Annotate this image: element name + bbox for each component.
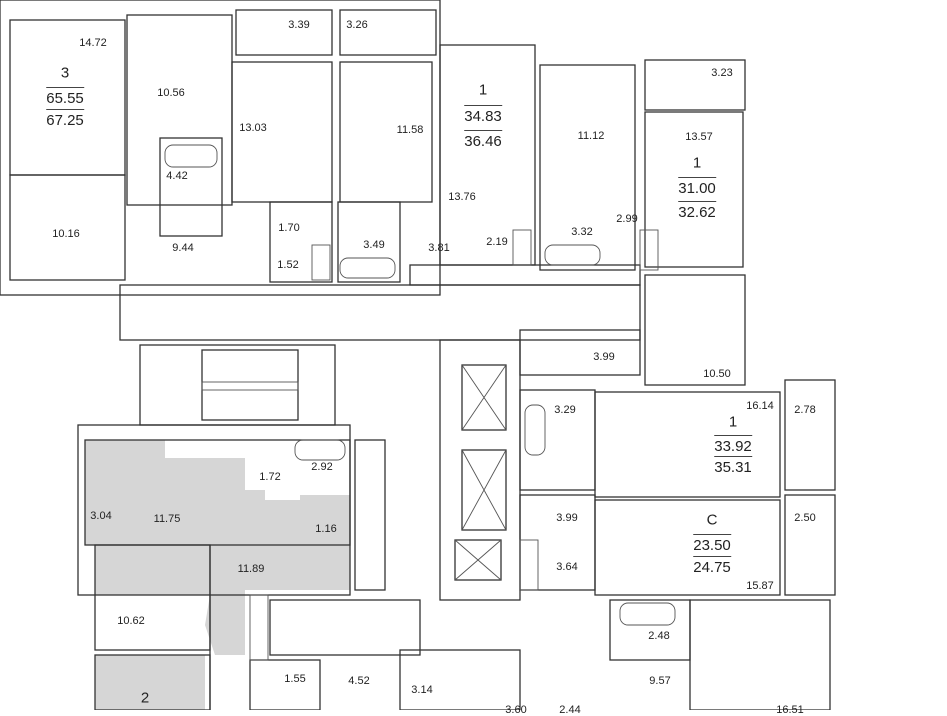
- room-area: 2.99: [616, 213, 638, 225]
- room-area: 1.72: [259, 471, 281, 483]
- room-area: 2.44: [559, 704, 581, 716]
- room-area: 11.12: [577, 130, 605, 142]
- room-area: 2.78: [794, 404, 816, 416]
- room-area: 3.26: [346, 19, 368, 31]
- room-area: 14.72: [79, 37, 107, 49]
- room-area: 3.64: [556, 561, 578, 573]
- room-area: 1.55: [284, 673, 306, 685]
- room-area: 13.57: [685, 131, 713, 143]
- room-area: 4.52: [348, 675, 370, 687]
- room-area: 11.75: [153, 513, 181, 525]
- apartment-living-area: 34.83: [464, 105, 502, 125]
- apartment-living-area: 31.00: [678, 177, 716, 197]
- apartment-living-area: 23.50: [693, 534, 731, 554]
- walls: [0, 0, 836, 710]
- room-area: 3.60: [505, 704, 527, 716]
- room-area: 2.50: [794, 512, 816, 524]
- room-area: 1.52: [277, 259, 299, 271]
- apartment-rooms: 3: [60, 64, 70, 82]
- room-area: 11.58: [396, 124, 424, 136]
- apartment-total-area: 36.46: [464, 130, 502, 150]
- room-area: 3.32: [571, 226, 593, 238]
- room-area: 10.50: [703, 368, 731, 380]
- apartment-rooms: 1: [728, 413, 738, 431]
- room-area: 13.03: [239, 122, 267, 134]
- room-area: 2.92: [311, 461, 333, 473]
- apartment-rooms: C: [706, 511, 718, 529]
- room-area: 16.51: [776, 704, 804, 716]
- room-area: 3.99: [593, 351, 615, 363]
- room-area: 2.19: [486, 236, 508, 248]
- room-area: 3.39: [288, 19, 310, 31]
- room-area: 3.04: [90, 510, 112, 522]
- apartment-total-area: 35.31: [714, 456, 752, 476]
- room-area: 10.16: [52, 228, 80, 240]
- room-area: 16.14: [746, 400, 774, 412]
- room-area: 9.44: [172, 242, 194, 254]
- room-area: 3.23: [711, 67, 733, 79]
- room-area: 10.56: [157, 87, 185, 99]
- apartment-total-area: 24.75: [693, 556, 731, 576]
- apartment-total-area: 67.25: [46, 109, 84, 129]
- apartment-rooms: 1: [692, 154, 702, 172]
- room-area: 15.87: [746, 580, 774, 592]
- apartment-living-area: 33.92: [714, 435, 752, 455]
- room-area: 3.99: [556, 512, 578, 524]
- room-area: 1.16: [315, 523, 337, 535]
- room-area: 3.14: [411, 684, 433, 696]
- room-area: 11.89: [237, 563, 265, 575]
- room-area: 3.81: [428, 242, 450, 254]
- room-area: 1.70: [278, 222, 300, 234]
- apartment-6-rooms: 2: [140, 689, 150, 707]
- room-area: 9.57: [649, 675, 671, 687]
- apartment-rooms: 1: [478, 81, 488, 99]
- room-area: 2.48: [648, 630, 670, 642]
- room-area: 4.42: [166, 170, 188, 182]
- apartment-living-area: 65.55: [46, 87, 84, 107]
- room-area: 13.76: [448, 191, 476, 203]
- selected-apartment-fill: [85, 440, 350, 710]
- room-area: 3.49: [363, 239, 385, 251]
- room-area: 10.62: [117, 615, 145, 627]
- apartment-total-area: 32.62: [678, 201, 716, 221]
- room-area: 3.29: [554, 404, 576, 416]
